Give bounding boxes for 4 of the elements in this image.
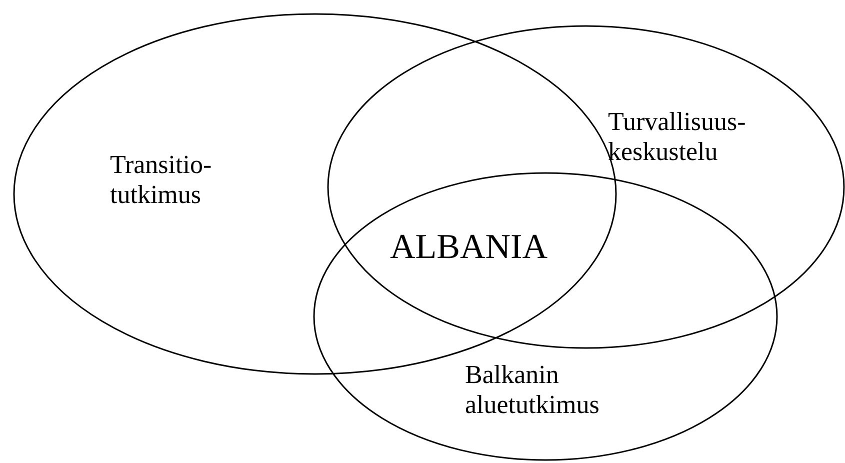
set-label: Turvallisuus- keskustelu xyxy=(608,107,747,167)
set-label: Transitio- tutkimus xyxy=(110,150,213,210)
center-label: ALBANIA xyxy=(390,227,548,267)
set-label: Balkanin aluetutkimus xyxy=(465,360,600,420)
